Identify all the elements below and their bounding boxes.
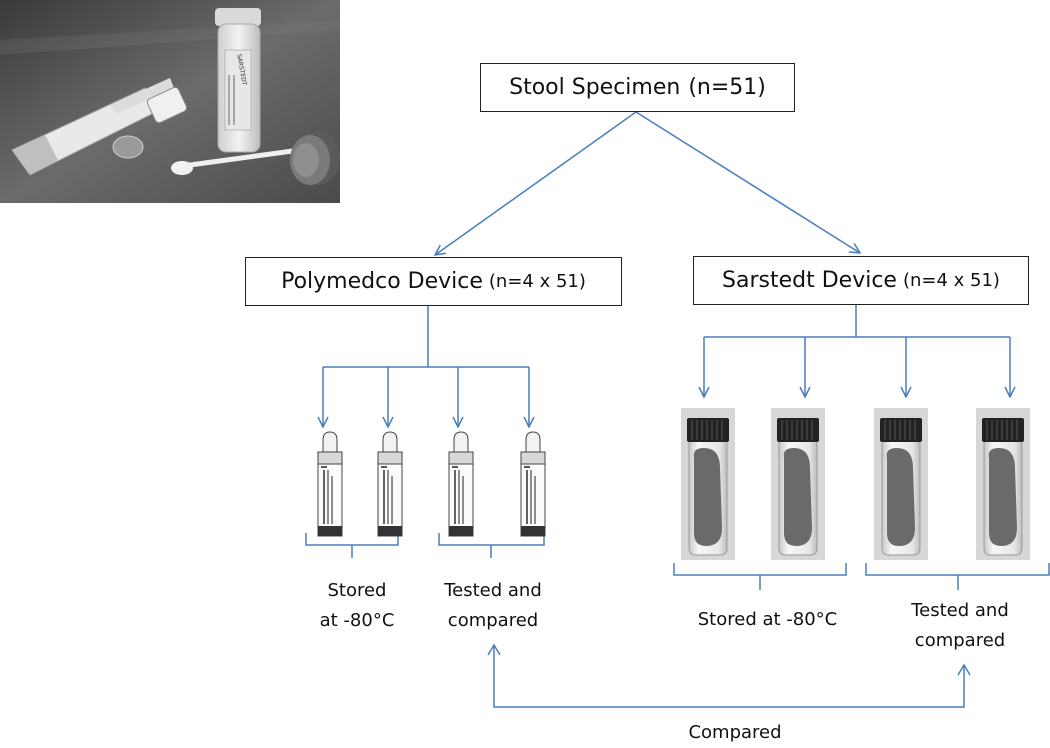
coin (112, 135, 144, 159)
spoon (171, 147, 303, 175)
sarstedt-device-label: Sarstedt Device (722, 268, 897, 293)
sarstedt-stored-brace (673, 563, 847, 590)
screw-cap (290, 131, 340, 185)
polymedco-device-box: Polymedco Device (n=4 x 51) (245, 257, 622, 306)
polymedco-stored-brace (305, 533, 399, 558)
polymedco-device-photo (11, 78, 188, 176)
sarstedt-device-box: Sarstedt Device (n=4 x 51) (693, 256, 1029, 305)
comparison-connector (493, 645, 965, 708)
sarstedt-tested-label: Tested and compared (911, 600, 1009, 651)
device-photo: SARSTEDT (0, 0, 340, 203)
stool-specimen-box: Stool Specimen (n=51) (480, 63, 795, 112)
compared-label: Compared (688, 722, 782, 743)
stool-specimen-count: (n=51) (688, 75, 766, 100)
sarstedt-device-count: (n=4 x 51) (902, 270, 1000, 291)
sarstedt-stored-label: Stored at -80°C (697, 609, 838, 630)
polymedco-tested-label: Tested and compared (444, 580, 542, 631)
stool-specimen-label: Stool Specimen (509, 75, 681, 100)
sarstedt-tube-photo: SARSTEDT (215, 8, 261, 153)
polymedco-stored-label: Stored at -80°C (319, 580, 395, 631)
sarstedt-tube-2 (770, 407, 826, 561)
sarstedt-tube-4 (975, 407, 1031, 561)
root-to-sarstedt-arrow (635, 111, 860, 253)
polymedco-tube-3 (448, 431, 474, 537)
sarstedt-tube-1 (680, 407, 736, 561)
polymedco-tested-brace (438, 533, 545, 558)
polymedco-branch (323, 305, 529, 427)
sarstedt-tube-3 (873, 407, 929, 561)
polymedco-device-label: Polymedco Device (281, 269, 483, 294)
root-to-polymedco-arrow (435, 111, 637, 255)
sarstedt-branch (704, 305, 1010, 397)
polymedco-tube-1 (317, 431, 343, 537)
polymedco-tube-2 (377, 431, 403, 537)
sarstedt-tested-brace (865, 563, 1050, 590)
polymedco-device-count: (n=4 x 51) (488, 271, 586, 292)
polymedco-tube-4 (520, 431, 546, 537)
